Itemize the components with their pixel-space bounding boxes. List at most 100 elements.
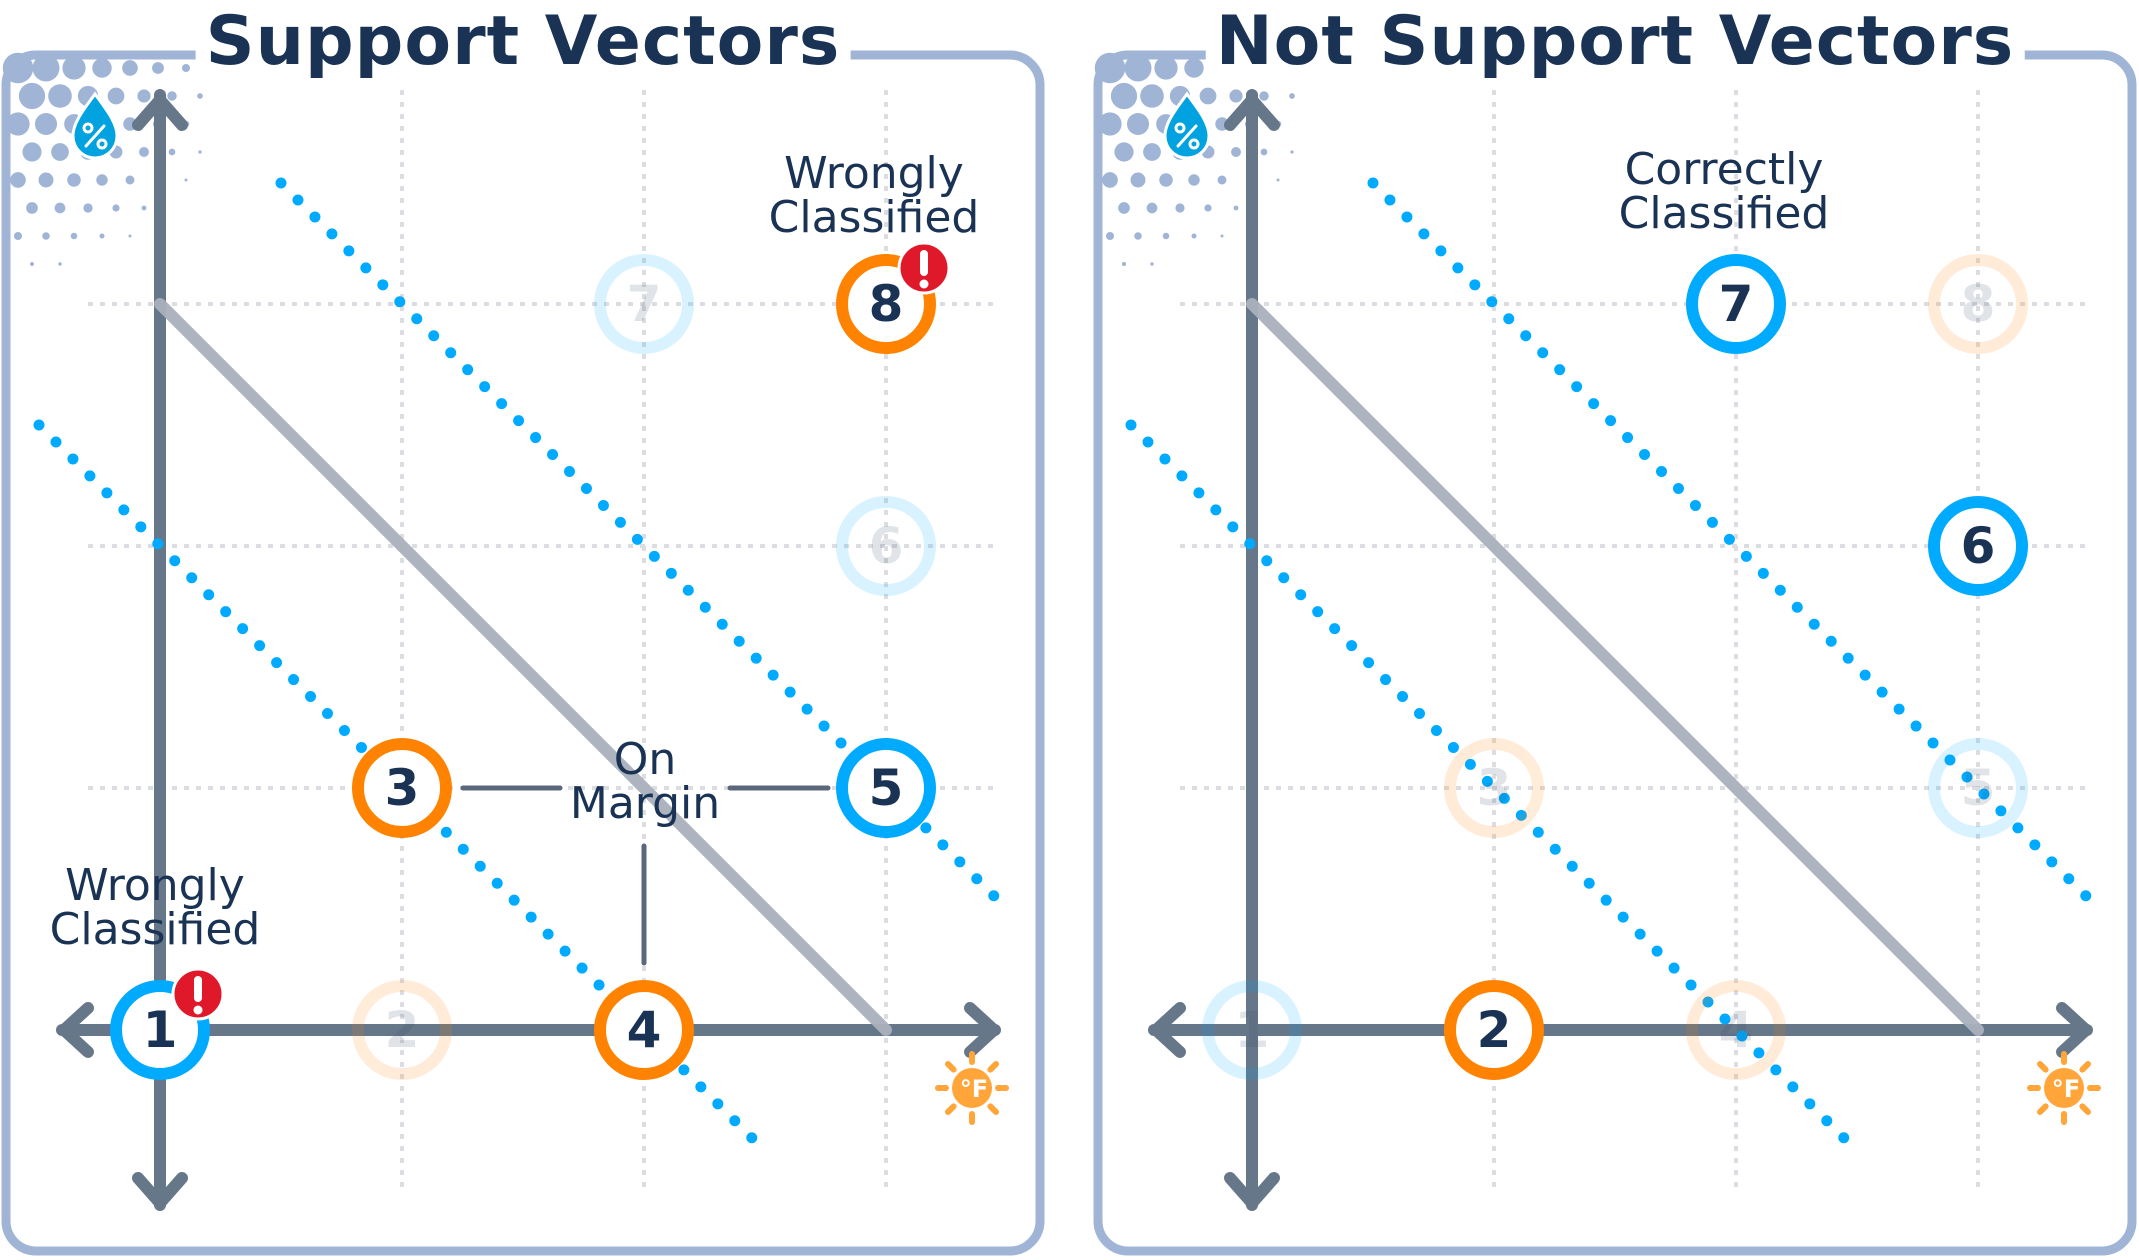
point-ring (1928, 254, 2028, 354)
bubble-dot (51, 143, 69, 161)
bubble-dot (54, 202, 66, 214)
bubble-dot (83, 203, 93, 213)
bubble-dot (1124, 54, 1152, 82)
point-ring (1686, 254, 1786, 354)
point-ring (836, 496, 936, 596)
point-ring (352, 738, 452, 838)
bubble-dot (137, 89, 151, 103)
point-ring (594, 980, 694, 1080)
bubble-dot (168, 148, 176, 156)
bubble-dot (112, 204, 120, 212)
humidity-drop-percent-icon (71, 91, 119, 160)
y-axis-arrow-down (1224, 1172, 1280, 1209)
bubble-dot (32, 54, 60, 82)
temperature-sun-fahrenheit-icon: °F (935, 1051, 1009, 1125)
bubble-dot (1105, 231, 1115, 241)
data-point-5[interactable]: 5 (1928, 738, 2028, 838)
temperature-sun-fahrenheit-icon: °F (2027, 1051, 2101, 1125)
y-axis-arrow-up (132, 94, 188, 131)
bubble-dot (99, 233, 105, 239)
bubble-dot (128, 234, 132, 238)
margin-line-upper (1367, 177, 2105, 915)
data-point-5[interactable]: 5 (836, 738, 936, 838)
bubble-dot (1121, 261, 1127, 267)
panel-canvas: 1 2 3 4 5 6 7 8 °F (1093, 50, 2137, 1256)
bubble-dot (1220, 234, 1224, 238)
sun-ray (2079, 1060, 2092, 1073)
percent-dot (1188, 138, 1200, 150)
data-point-1[interactable]: 1 (1202, 980, 1302, 1080)
sun-disc (2044, 1068, 2084, 1108)
percent-slash (1176, 124, 1198, 148)
annotation-on-margin: On Margin (569, 734, 721, 829)
point-label: 7 (627, 275, 662, 333)
humidity-drop-percent-icon (1163, 91, 1211, 160)
bubble-dot (38, 172, 54, 188)
sun-disc (952, 1068, 992, 1108)
data-point-8[interactable]: 8 (1928, 254, 2028, 354)
bubble-dot (2, 52, 34, 84)
on-margin-connectors (460, 785, 831, 966)
bubble-dot (1102, 172, 1118, 188)
decision-boundary-line (154, 298, 892, 1036)
point-label: 4 (627, 1001, 662, 1059)
corner-bubble-pattern (2, 52, 217, 267)
sun-ray (944, 1103, 957, 1116)
data-point-7[interactable]: 7 (594, 254, 694, 354)
bubble-dot (125, 175, 135, 185)
data-point-3[interactable]: 3 (1444, 738, 1544, 838)
bubble-dot (1233, 205, 1239, 211)
bubble-dot (58, 262, 62, 266)
data-point-6[interactable]: 6 (836, 496, 936, 596)
point-label: 8 (869, 275, 904, 333)
annotation-wrongly-classified-bottom: Wrongly Classified (49, 860, 261, 955)
bubble-dot (1231, 147, 1241, 157)
sun-ray (2036, 1060, 2049, 1073)
point-label: 5 (1961, 759, 1996, 817)
margin-line-upper (275, 177, 1013, 915)
bubble-dot (1162, 232, 1170, 240)
data-point-4[interactable]: 4 (594, 980, 694, 1080)
point-label: 1 (143, 1001, 178, 1059)
point-label: 6 (1961, 517, 1996, 575)
bubble-dot (1276, 178, 1280, 182)
bubble-dot (1217, 175, 1227, 185)
data-point-3[interactable]: 3 (352, 738, 452, 838)
data-point-2[interactable]: 2 (352, 980, 452, 1080)
x-axis-arrow-left (1150, 1002, 1186, 1058)
bubble-dot (1260, 148, 1268, 156)
bubble-dot (1110, 82, 1138, 110)
bubble-dot (96, 174, 108, 186)
alert-badge (897, 241, 951, 295)
y-axis-arrow-down (132, 1172, 188, 1209)
point-label: 2 (385, 1001, 420, 1059)
fahrenheit-label: °F (960, 1075, 988, 1103)
axes (1148, 89, 2093, 1211)
bubble-dot (62, 56, 86, 80)
sun-ray (987, 1060, 1000, 1073)
data-point-7[interactable]: 7 (1686, 254, 1786, 354)
percent-slash (84, 124, 106, 148)
sun-ray (987, 1103, 1000, 1116)
data-point-2[interactable]: 2 (1444, 980, 1544, 1080)
percent-dot (82, 122, 94, 134)
bubble-dot (1094, 52, 1126, 84)
point-label: 3 (1477, 759, 1512, 817)
data-point-4[interactable]: 4 (1686, 980, 1786, 1080)
bubble-dot (1118, 202, 1130, 214)
alert-badge (171, 967, 225, 1021)
bubble-dot (1143, 143, 1161, 161)
bubble-dot (1134, 232, 1142, 240)
bubble-dot (1191, 233, 1197, 239)
bubble-dot (18, 82, 46, 110)
bubble-dot (1130, 172, 1146, 188)
data-point-6[interactable]: 6 (1928, 496, 2028, 596)
point-label: 4 (1719, 1001, 1754, 1059)
annotation-wrongly-classified-top: Wrongly Classified (768, 148, 980, 243)
bubble-dot (6, 112, 30, 136)
bubble-dot (1146, 202, 1158, 214)
point-label: 5 (869, 759, 904, 817)
sun-ray (2036, 1103, 2049, 1116)
drop-shape (71, 91, 119, 160)
